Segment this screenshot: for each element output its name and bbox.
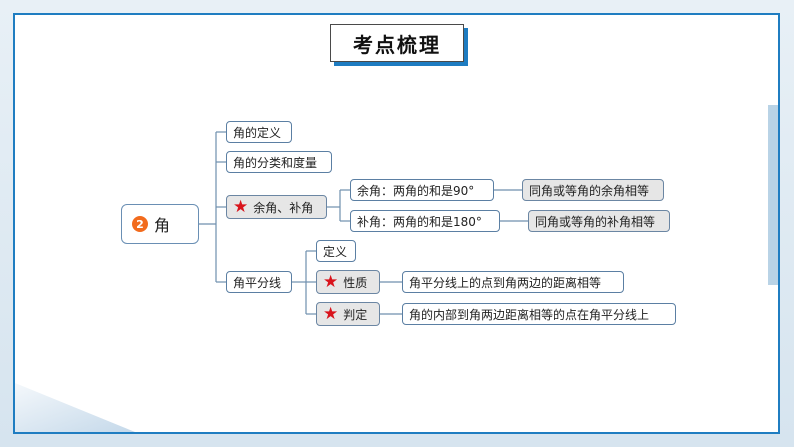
root-label: 角 [154,216,171,235]
node-complement-label: 余角、补角 [253,200,314,215]
node-angle-classification: 角的分类和度量 [226,151,332,173]
node-complementary-def: 余角：两角的和是90° [350,179,494,201]
node-criterion-label: 判定 [343,307,368,322]
node-bisector-property: ★ 性质 [316,270,380,294]
node-supplementary-property: 同角或等角的补角相等 [528,210,670,232]
node-complement-supplement: ★ 余角、补角 [226,195,327,219]
number-badge: 2 [132,216,148,232]
star-icon: ★ [233,196,249,217]
node-bisector-definition: 定义 [316,240,356,262]
page-title: 考点梳理 [353,32,441,57]
node-angle-definition: 角的定义 [226,121,292,143]
decorative-strip [768,105,778,285]
node-complementary-property: 同角或等角的余角相等 [522,179,664,201]
title-box: 考点梳理 [330,24,464,62]
node-bisector-criterion: ★ 判定 [316,302,380,326]
star-icon: ★ [323,271,339,292]
node-bisector-criterion-statement: 角的内部到角两边距离相等的点在角平分线上 [402,303,676,325]
node-angle-bisector: 角平分线 [226,271,292,293]
node-supplementary-def: 补角：两角的和是180° [350,210,500,232]
root-node-angle: 2 角 [121,204,199,244]
star-icon: ★ [323,303,339,324]
node-property-label: 性质 [343,275,368,290]
node-bisector-property-statement: 角平分线上的点到角两边的距离相等 [402,271,624,293]
